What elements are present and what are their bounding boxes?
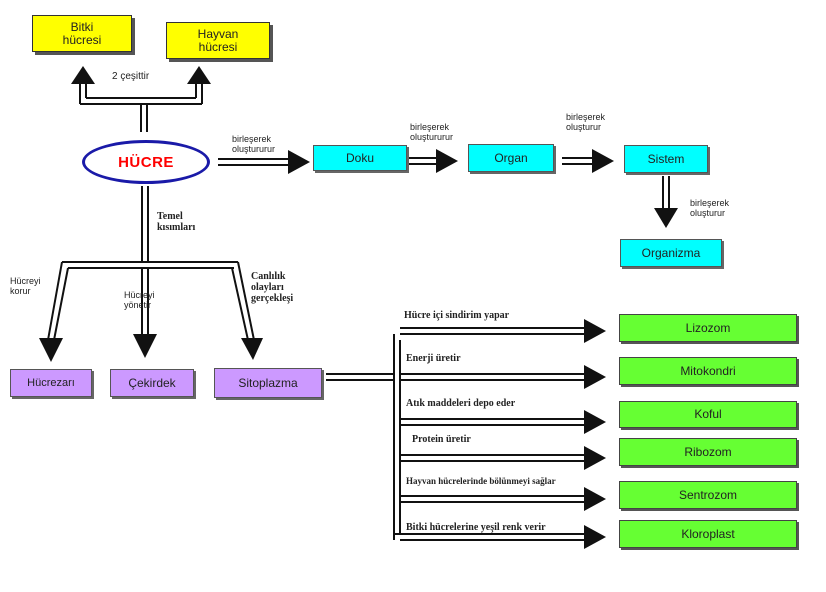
hucreyi-korur-label: Hücreyi korur: [10, 276, 41, 296]
organizma-box: Organizma: [620, 239, 722, 267]
organelle-desc-sentrozom: Hayvan hücrelerinde bölünmeyi sağlar: [406, 476, 556, 486]
lizozom-label: Lizozom: [685, 320, 731, 335]
doku-box: Doku: [313, 145, 407, 171]
hucreyi-yonetir-label: Hücreyi yönetir: [124, 290, 155, 310]
bitki-hucresi-box: Bitki hücresi: [32, 15, 132, 52]
sentrozom-label: Sentrozom: [678, 487, 738, 502]
sentrozom-box: Sentrozom: [619, 481, 797, 509]
mitokondri-box: Mitokondri: [619, 357, 797, 385]
link-label-4: birleşerek oluşturur: [690, 198, 730, 218]
cesit-label: 2 çeşittir: [112, 71, 150, 82]
hucrezari-box: Hücrezarı: [10, 369, 92, 397]
bitki-hucresi-label: Bitki hücresi: [62, 19, 102, 47]
koful-label: Koful: [694, 407, 722, 421]
hucre-ellipse: HÜCRE: [82, 140, 210, 184]
hucre-label: HÜCRE: [118, 153, 174, 171]
ribozom-box: Ribozom: [619, 438, 797, 466]
organ-label: Organ: [494, 150, 528, 165]
link-label-3: birleşerek oluşturur: [566, 112, 606, 132]
ribozom-label: Ribozom: [684, 444, 732, 459]
organelle-desc-mitokondri: Enerji üretir: [406, 353, 461, 364]
cekirdek-box: Çekirdek: [110, 369, 194, 397]
lizozom-box: Lizozom: [619, 314, 797, 342]
organelle-desc-lizozom: Hücre içi sindirim yapar: [404, 310, 510, 321]
link-label-1: birleşerek oluştururur: [232, 134, 276, 154]
kloroplast-label: Kloroplast: [681, 526, 735, 541]
mitokondri-label: Mitokondri: [680, 363, 736, 378]
sistem-box: Sistem: [624, 145, 708, 173]
organelle-desc-kloroplast: Bitki hücrelerine yeşil renk verir: [406, 522, 546, 533]
organelle-desc-ribozom: Protein üretir: [412, 434, 471, 445]
organelle-desc-koful: Atık maddeleri depo eder: [406, 398, 516, 409]
hayvan-hucresi-label: Hayvan hücresi: [197, 26, 239, 54]
organizma-label: Organizma: [641, 245, 701, 260]
temel-kisimlari-label: Temel kısımları: [157, 211, 196, 233]
link-label-2: birleşerek oluştururur: [410, 122, 454, 142]
organ-box: Organ: [468, 144, 554, 172]
cekirdek-label: Çekirdek: [128, 375, 176, 390]
canlilik-olaylari-label: Canlılık olayları gerçekleşi: [251, 271, 294, 304]
sitoplazma-box: Sitoplazma: [214, 368, 322, 398]
hucrezari-label: Hücrezarı: [27, 376, 75, 389]
kloroplast-box: Kloroplast: [619, 520, 797, 548]
doku-label: Doku: [345, 150, 374, 165]
hayvan-hucresi-box: Hayvan hücresi: [166, 22, 270, 59]
sistem-label: Sistem: [647, 151, 685, 166]
koful-box: Koful: [619, 401, 797, 428]
sitoplazma-label: Sitoplazma: [238, 375, 298, 390]
